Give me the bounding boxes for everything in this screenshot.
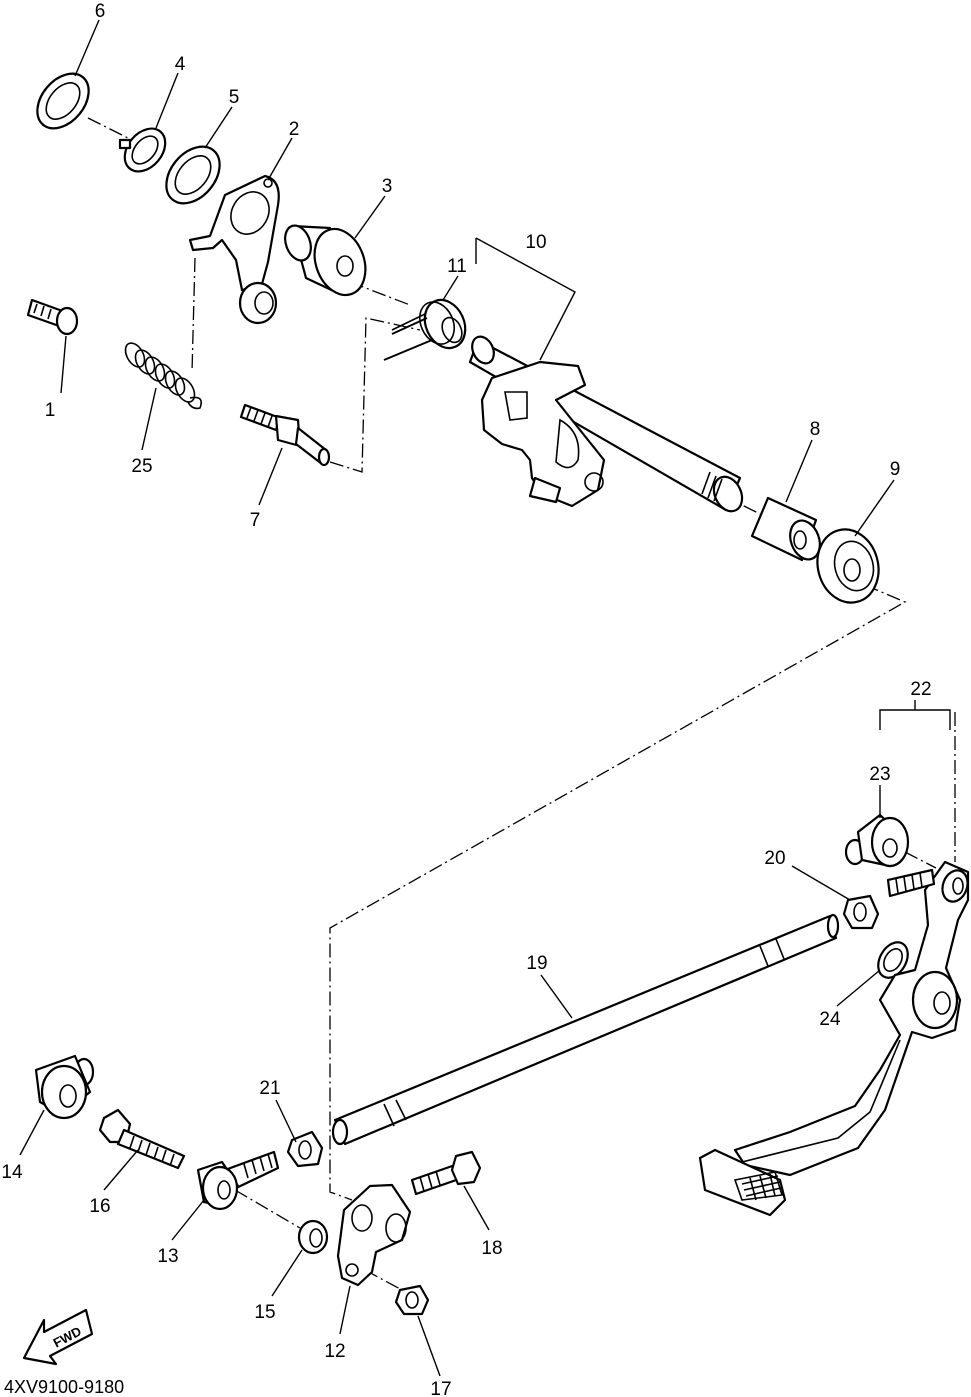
part-23-collar xyxy=(844,813,910,868)
part-4-circlip xyxy=(118,127,167,173)
callout-12: 12 xyxy=(324,1341,345,1362)
callout-14: 14 xyxy=(1,1162,23,1183)
callout-2: 2 xyxy=(289,119,300,140)
callout-10: 10 xyxy=(525,232,546,253)
part-10-shift-shaft xyxy=(468,335,744,513)
part-14-rod-joint xyxy=(34,1054,95,1120)
callout-21: 21 xyxy=(259,1078,280,1099)
callout-7: 7 xyxy=(250,510,261,531)
part-8-collar xyxy=(750,496,821,562)
callout-17: 17 xyxy=(430,1379,451,1397)
callout-25: 25 xyxy=(131,456,152,477)
callout-5: 5 xyxy=(229,87,240,108)
part-3-collar xyxy=(284,224,367,297)
part-13-rod-joint xyxy=(196,1150,280,1211)
callout-22: 22 xyxy=(910,679,931,700)
part-9-oil-seal xyxy=(816,528,880,604)
part-6-washer xyxy=(36,72,90,130)
callout-23: 23 xyxy=(869,764,890,785)
callout-13: 13 xyxy=(157,1246,178,1267)
callout-24: 24 xyxy=(819,1009,841,1030)
callout-4: 4 xyxy=(175,54,186,75)
callout-16: 16 xyxy=(89,1196,110,1217)
part-15-nut xyxy=(297,1219,329,1255)
callout-8: 8 xyxy=(810,419,821,440)
part-11-torsion-spring xyxy=(383,298,467,361)
leader-lines xyxy=(19,19,951,1377)
callout-3: 3 xyxy=(382,176,393,197)
part-17-nut xyxy=(394,1284,430,1316)
catalog-code: 4XV9100-9180 xyxy=(4,1377,124,1397)
alignment-lines xyxy=(87,117,956,1291)
part-5-washer xyxy=(165,145,221,205)
part-2-shift-arm xyxy=(188,174,280,325)
callout-19: 19 xyxy=(526,953,547,974)
part-22-shift-pedal xyxy=(698,860,970,1217)
part-18-bolt xyxy=(410,1150,482,1196)
part-19-shift-rod xyxy=(331,913,840,1146)
callout-20: 20 xyxy=(764,848,785,869)
callout-labels: 6 4 5 2 3 10 11 1 25 7 8 9 22 23 20 19 2… xyxy=(1,1,931,1397)
part-21-nut xyxy=(286,1130,324,1168)
part-7-stopper-bolt xyxy=(239,403,331,467)
callout-9: 9 xyxy=(890,459,901,480)
callout-6: 6 xyxy=(95,1,106,22)
part-20-nut xyxy=(842,894,880,930)
part-24-washer xyxy=(877,941,909,979)
callout-1: 1 xyxy=(45,400,56,421)
part-12-shift-lever xyxy=(336,1183,412,1287)
part-25-spring xyxy=(124,342,203,410)
callout-18: 18 xyxy=(481,1238,502,1259)
part-1-pin xyxy=(26,298,79,336)
callout-15: 15 xyxy=(254,1302,275,1323)
callout-11: 11 xyxy=(447,256,467,277)
part-16-bolt xyxy=(98,1108,186,1170)
fwd-arrow-icon: FWD xyxy=(22,1308,94,1366)
